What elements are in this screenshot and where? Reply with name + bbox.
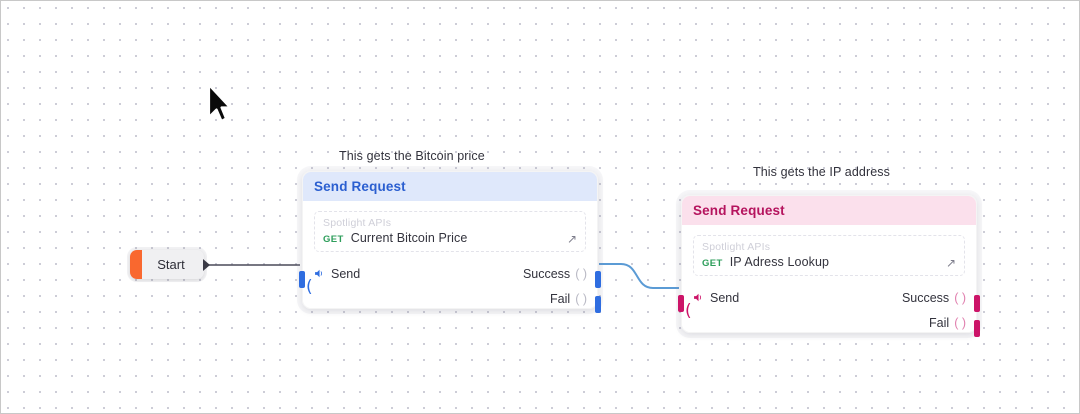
connector-out-success[interactable]	[974, 295, 980, 312]
node-title: Send Request	[314, 179, 406, 194]
output-port-success[interactable]: Success ( )	[902, 291, 976, 305]
output-port-fail-value: ( )	[575, 291, 587, 306]
port-row-fail: Fail ( )	[303, 286, 597, 308]
signal-icon	[692, 292, 703, 303]
start-node[interactable]: Start	[130, 250, 210, 279]
bracket-in-icon: (	[306, 277, 313, 297]
connector-out-success[interactable]	[595, 271, 601, 288]
annotation-ip: This gets the IP address	[753, 165, 890, 179]
port-row-send: Send Success ( )	[303, 261, 597, 286]
input-port-send[interactable]: Send	[692, 291, 739, 305]
node-title: Send Request	[693, 203, 785, 218]
signal-icon	[313, 268, 324, 279]
connector-out-fail[interactable]	[595, 296, 601, 313]
node-header: Send Request	[682, 196, 976, 225]
api-method-badge: GET	[702, 258, 723, 269]
api-endpoint-name: IP Adress Lookup	[729, 255, 830, 269]
port-row-fail: Fail ( )	[682, 310, 976, 332]
input-port-label: Send	[710, 290, 740, 305]
output-port-fail[interactable]: Fail ( )	[550, 292, 597, 306]
external-link-icon[interactable]: ↗	[945, 256, 956, 270]
input-port-send[interactable]: Send	[313, 267, 360, 281]
bracket-in-icon: (	[685, 301, 692, 321]
api-card[interactable]: Spotlight APIs GET Current Bitcoin Price…	[314, 211, 586, 252]
api-endpoint-name: Current Bitcoin Price	[350, 231, 468, 245]
output-port-success-value: ( )	[575, 266, 587, 281]
mouse-pointer-icon	[204, 81, 234, 127]
api-card[interactable]: Spotlight APIs GET IP Adress Lookup ↗	[693, 235, 965, 276]
input-port-label: Send	[331, 266, 361, 281]
output-port-fail-label: Fail	[929, 315, 950, 330]
port-row-send: Send Success ( )	[682, 285, 976, 310]
connector-in-send[interactable]	[678, 295, 684, 312]
start-accent-bar	[130, 250, 142, 279]
output-port-fail-label: Fail	[550, 291, 571, 306]
start-node-label: Start	[157, 257, 185, 272]
node-send-request-bitcoin[interactable]: Send Request Spotlight APIs GET Current …	[299, 171, 601, 313]
output-port-fail[interactable]: Fail ( )	[929, 316, 976, 330]
api-source-label: Spotlight APIs	[702, 241, 771, 253]
output-port-fail-value: ( )	[954, 315, 966, 330]
api-source-label: Spotlight APIs	[323, 217, 392, 229]
output-port-success-label: Success	[522, 266, 571, 281]
start-output-port[interactable]	[203, 258, 210, 271]
output-port-success[interactable]: Success ( )	[523, 267, 597, 281]
connector-in-send[interactable]	[299, 271, 305, 288]
annotation-bitcoin: This gets the Bitcoin price	[339, 149, 485, 163]
external-link-icon[interactable]: ↗	[566, 232, 577, 246]
output-port-success-value: ( )	[954, 290, 966, 305]
output-port-success-label: Success	[901, 290, 950, 305]
api-method-badge: GET	[323, 234, 344, 245]
node-send-request-ip[interactable]: Send Request Spotlight APIs GET IP Adres…	[678, 195, 980, 337]
wire-bitcoin-success-to-ip-send	[599, 263, 679, 289]
node-header: Send Request	[303, 172, 597, 201]
connector-out-fail[interactable]	[974, 320, 980, 337]
